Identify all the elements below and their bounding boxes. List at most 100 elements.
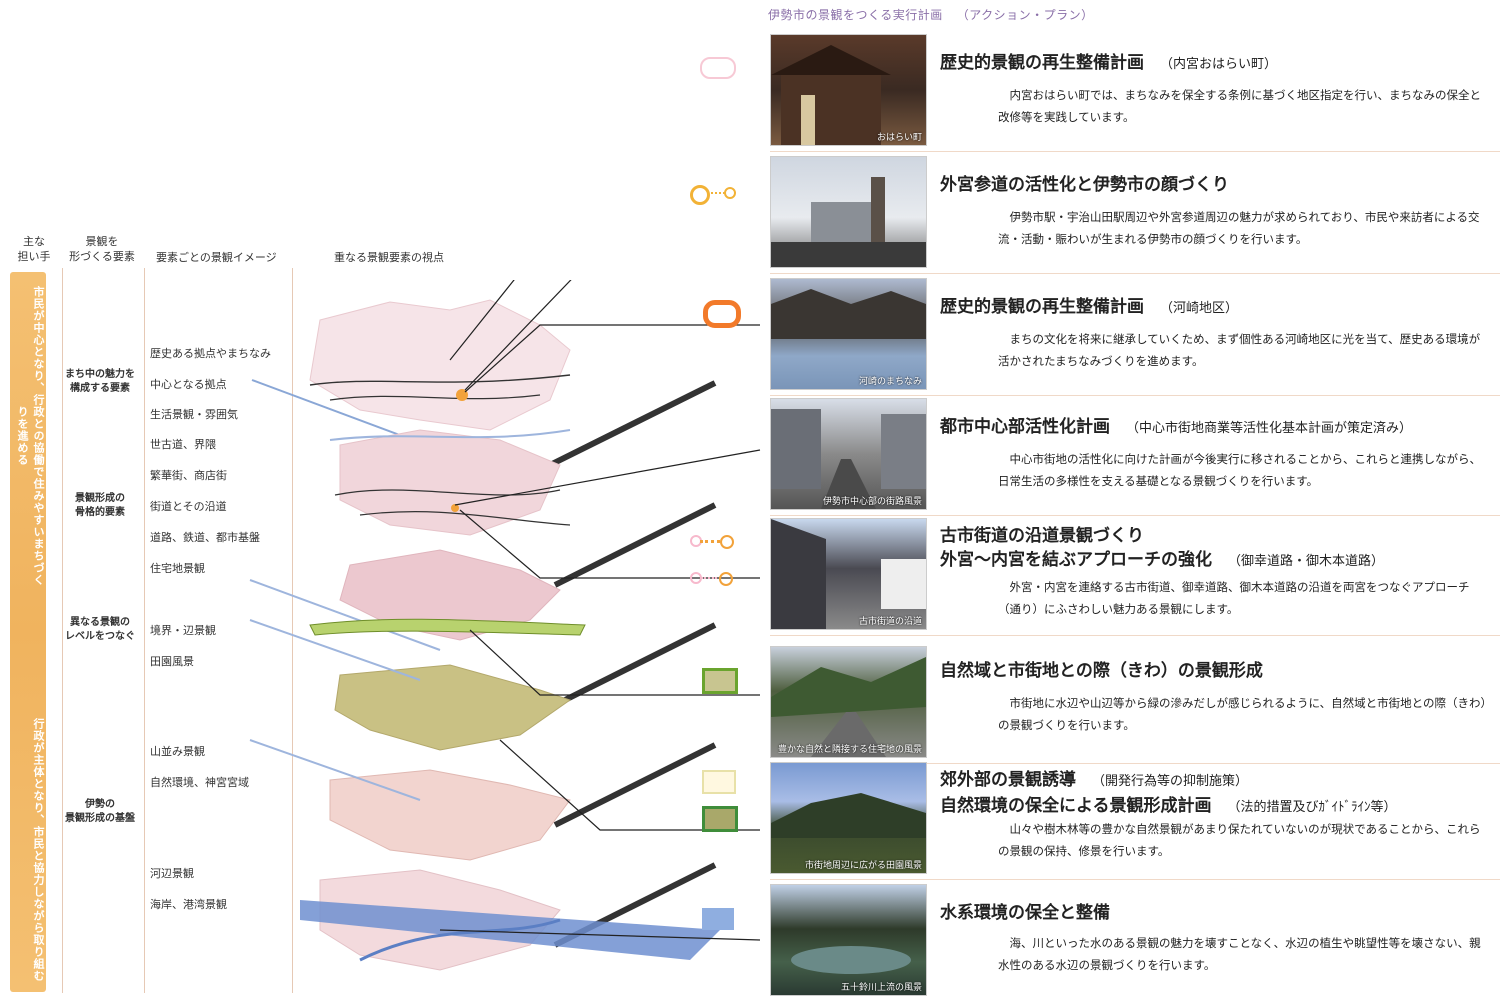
- image-label: 河辺景観: [150, 867, 194, 880]
- plan-title-text: 古市街道の沿道景観づくり: [940, 526, 1144, 546]
- actor-strip-upper: 市民が中心となり、行政との協働で住みやすいまちづくりを進める: [16, 286, 45, 586]
- plan-subtitle: （御幸道路・御木本道路）: [1228, 554, 1385, 569]
- element-label-connect: 異なる景観の レベルをつなぐ: [65, 617, 135, 642]
- photo-caption: 豊かな自然と隣接する住宅地の風景: [777, 745, 922, 755]
- orange-ring-icon: [719, 572, 733, 586]
- image-label: 海岸、港湾景観: [150, 898, 227, 911]
- actor-strip-lower: 行政が主体となり、市民と協力しながら取り組む: [32, 717, 45, 982]
- layer-edges: [548, 380, 717, 948]
- plan-title-text: 都市中心部活性化計画: [940, 417, 1110, 437]
- dotted-line-icon: [700, 540, 720, 543]
- orange-loop-icon: [703, 300, 741, 328]
- plan-title-text: 歴史的景観の再生整備計画: [940, 53, 1144, 73]
- photo-oharaimachi: おはらい町: [770, 34, 927, 146]
- plan-subtitle: （中心市街地商業等活性化基本計画が策定済み）: [1126, 421, 1413, 436]
- card-separator: [770, 879, 1500, 880]
- orange-ring-icon: [720, 535, 734, 549]
- plan-title-text: 歴史的景観の再生整備計画: [940, 297, 1144, 317]
- card-separator: [770, 395, 1500, 396]
- photo-kawasaki: 河崎のまちなみ: [770, 278, 927, 390]
- photo-shapes: [771, 657, 926, 757]
- plan-description: まちの文化を将来に継承していくため、まず個性ある河崎地区に光を当て、歴史ある環境…: [998, 332, 1481, 368]
- page-title-main: 伊勢市の景観をつくる実行計画: [768, 8, 943, 22]
- plan-title: 古市街道の沿道景観づくり外宮〜内宮を結ぶアプローチの強化 （御幸道路・御木本道路）: [940, 524, 1384, 574]
- dotted-line-icon: [701, 577, 717, 579]
- plan-card-6: 豊かな自然と隣接する住宅地の風景 自然域と市街地との際（きわ）の景観形成 市街地…: [770, 646, 1500, 764]
- photo-caption: 伊勢市中心部の街路風景: [822, 497, 922, 507]
- plan-card-2: 外宮参道の活性化と伊勢市の顔づくり 伊勢市駅・宇治山田駅周辺や外宮参道周辺の魅力…: [770, 156, 1500, 274]
- plan-description: 山々や樹木林等の豊かな自然景観があまり保たれていないのが現状であることから、これ…: [998, 822, 1481, 858]
- photo-isuzu-river: 五十鈴川上流の風景: [770, 884, 927, 996]
- card-separator: [770, 635, 1500, 636]
- photo-shapes: [771, 519, 926, 629]
- image-label: 道路、鉄道、都市基盤: [150, 531, 260, 544]
- blue-square-icon: [702, 908, 734, 930]
- beige-square-icon: [702, 770, 736, 794]
- image-label: 歴史ある拠点やまちなみ: [150, 347, 271, 360]
- plan-title: 歴史的景観の再生整備計画 （河崎地区）: [940, 292, 1238, 317]
- image-label: 中心となる拠点: [150, 378, 227, 391]
- photo-gekusando: [770, 156, 927, 268]
- plan-title: 外宮参道の活性化と伊勢市の顔づくり: [940, 170, 1229, 195]
- layered-map-diagram: [249, 280, 761, 971]
- plan-card-8: 五十鈴川上流の風景 水系環境の保全と整備 海、川といった水のある景観の魅力を壊す…: [770, 884, 1500, 996]
- plan-subtitle-2: （法的措置及びｶﾞｲﾄﾞﾗｲﾝ等）: [1227, 800, 1397, 815]
- plan-subtitle: （開発行為等の抑制施策）: [1092, 774, 1249, 789]
- element-label-framework: 景観形成の 骨格的要素: [75, 493, 125, 518]
- pink-outline-icon: [700, 57, 736, 79]
- plan-description: 外宮・内宮を連絡する古市街道、御幸道路、御木本道路の沿道を両宮をつなぐアプローチ…: [998, 580, 1470, 616]
- photo-shapes: [771, 177, 926, 267]
- photo-caption: 五十鈴川上流の風景: [840, 983, 922, 993]
- plan-title-text-2: 自然環境の保全による景観形成計画: [940, 796, 1212, 816]
- col-header-actor: 主な 担い手: [17, 235, 51, 263]
- photo-shapes: [791, 946, 911, 974]
- plan-card-3: 河崎のまちなみ 歴史的景観の再生整備計画 （河崎地区） まちの文化を将来に継承して…: [770, 278, 1500, 396]
- plan-description: 中心市街地の活性化に向けた計画が今後実行に移されることから、これらと連携しながら…: [998, 452, 1481, 488]
- plan-title: 自然域と市街地との際（きわ）の景観形成: [940, 656, 1263, 681]
- green-square-icon: [702, 806, 738, 832]
- plan-title: 水系環境の保全と整備: [940, 898, 1110, 923]
- plan-title-text: 郊外部の景観誘導: [940, 770, 1076, 790]
- element-label-town: まち中の魅力を 構成する要素: [65, 369, 135, 394]
- card-separator: [770, 151, 1500, 152]
- image-label: 街道とその沿道: [150, 500, 227, 513]
- col-header-image: 要素ごとの景観イメージ: [156, 251, 277, 264]
- image-label: 山並み景観: [150, 745, 205, 758]
- dotted-line-icon: [707, 192, 725, 194]
- plan-subtitle: （内宮おはらい町）: [1160, 57, 1278, 72]
- layer-residential: [249, 549, 561, 651]
- plan-description: 市街地に水辺や山辺等から緑の滲みだしが感じられるように、自然域と市街地との際（き…: [998, 696, 1487, 732]
- photo-shapes: [771, 793, 926, 838]
- photo-edge: 豊かな自然と隣接する住宅地の風景: [770, 646, 927, 758]
- layer-green: [249, 618, 586, 751]
- orange-ring-icon: [690, 185, 710, 205]
- photo-shapes: [771, 289, 926, 339]
- plan-title: 都市中心部活性化計画 （中心市街地商業等活性化基本計画が策定済み）: [940, 412, 1412, 437]
- photo-caption: 古市街道の沿道: [858, 617, 922, 627]
- image-label: 生活景観・雰囲気: [150, 408, 238, 421]
- plan-title: 歴史的景観の再生整備計画 （内宮おはらい町）: [940, 48, 1277, 73]
- image-label: 境界・辺景観: [150, 624, 216, 637]
- column-rule: [62, 268, 63, 993]
- image-label: 田園風景: [150, 655, 194, 668]
- image-label: 繁華街、商店街: [150, 469, 227, 482]
- actor-strip: 市民が中心となり、行政との協働で住みやすいまちづくりを進める 行政が主体となり、…: [10, 272, 46, 992]
- layer-town: [251, 299, 571, 451]
- plan-card-4: 伊勢市中心部の街路風景 都市中心部活性化計画 （中心市街地商業等活性化基本計画が策…: [770, 398, 1500, 516]
- plan-title-text: 外宮参道の活性化と伊勢市の顔づくり: [940, 175, 1229, 195]
- plan-title: 郊外部の景観誘導 （開発行為等の抑制施策） 自然環境の保全による景観形成計画 （法的措…: [940, 768, 1397, 820]
- card-separator: [770, 515, 1500, 516]
- photo-shapes: [771, 409, 926, 509]
- small-ring-icon: [724, 187, 736, 199]
- plan-title-text-2: 外宮〜内宮を結ぶアプローチの強化: [940, 550, 1212, 570]
- plan-card-5: 古市街道の沿道 古市街道の沿道景観づくり外宮〜内宮を結ぶアプローチの強化 （御幸道…: [770, 518, 1500, 636]
- plan-subtitle: （河崎地区）: [1160, 301, 1239, 316]
- column-rule: [144, 268, 145, 993]
- col-header-element: 景観を 形づくる要素: [69, 235, 135, 263]
- photo-shapes: [771, 45, 891, 145]
- element-label-base: 伊勢の 景観形成の基盤: [65, 799, 135, 824]
- image-label: 自然環境、神宮宮域: [150, 776, 249, 789]
- photo-caption: 市街地周辺に広がる田園風景: [804, 861, 922, 871]
- image-label: 住宅地景観: [150, 562, 205, 575]
- plan-description: 伊勢市駅・宇治山田駅周辺や外宮参道周辺の魅力が求められており、市民や来訪者による…: [998, 210, 1480, 246]
